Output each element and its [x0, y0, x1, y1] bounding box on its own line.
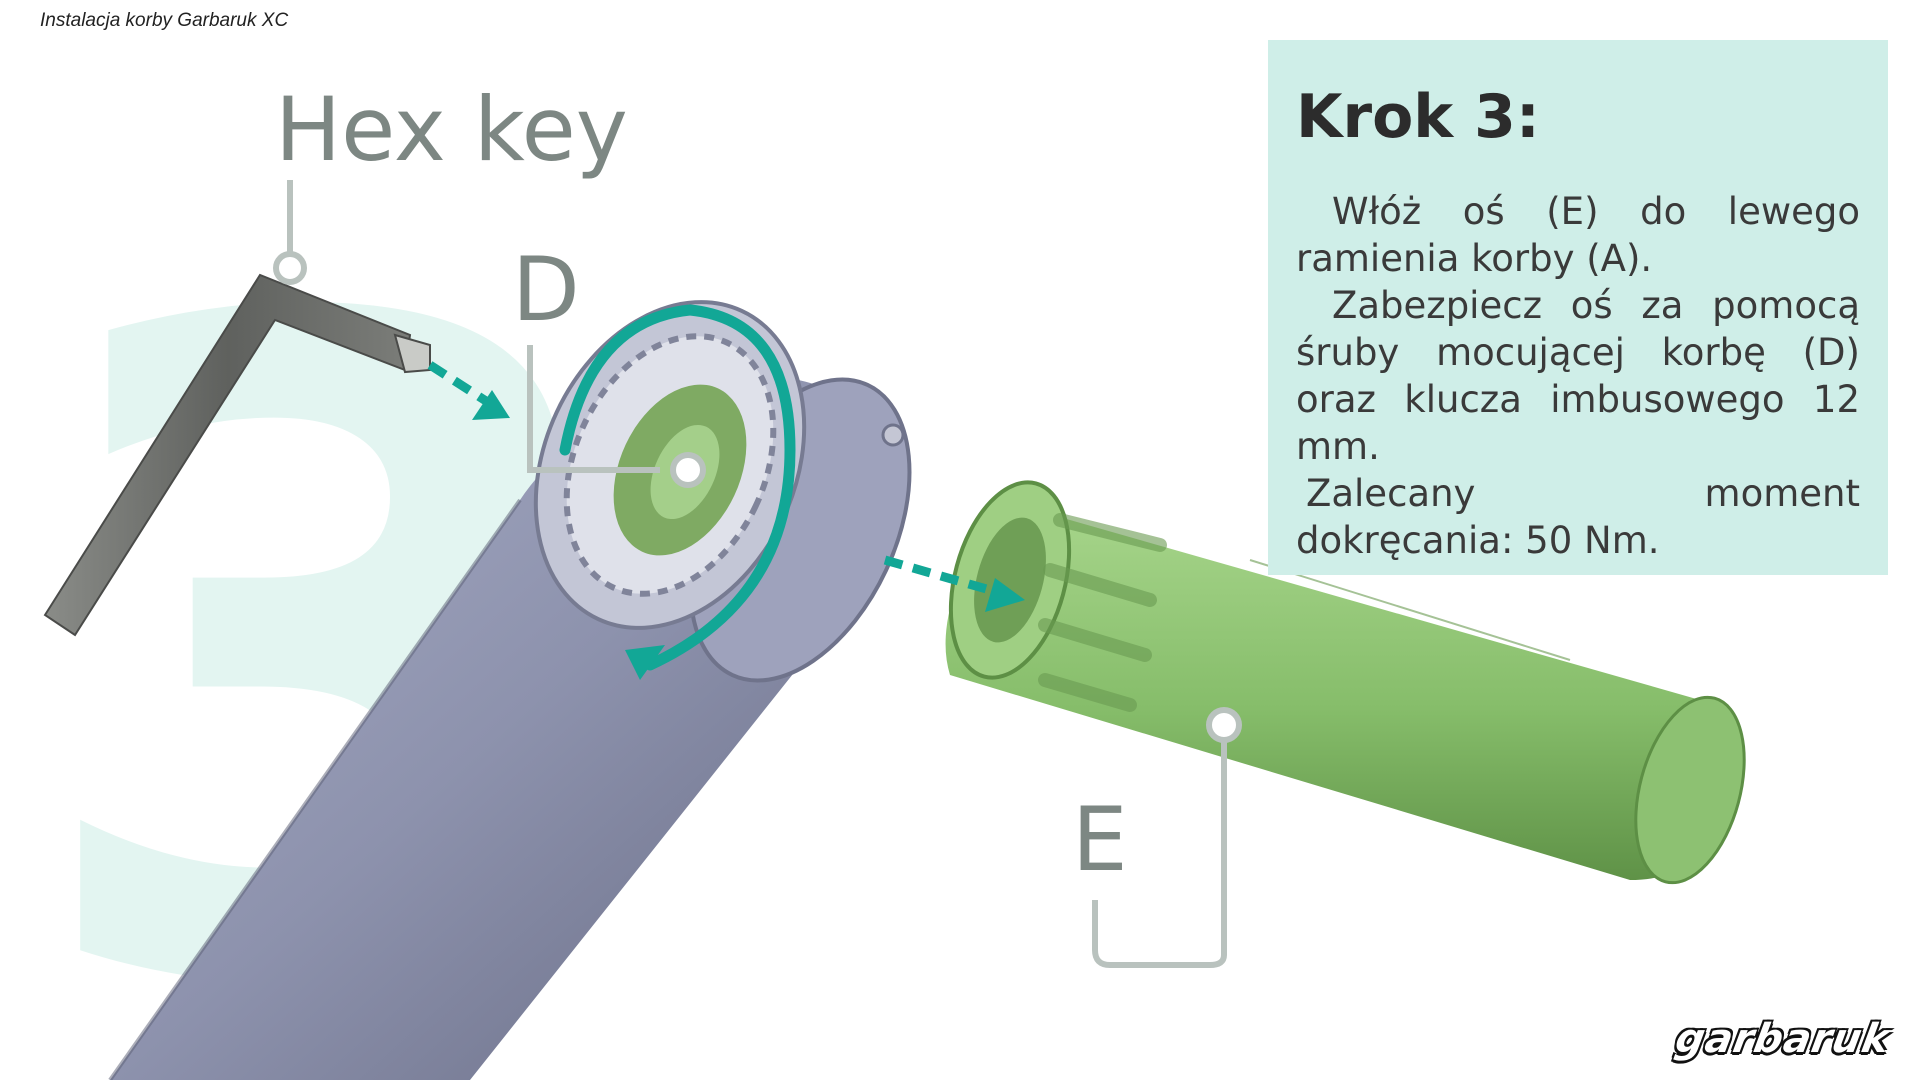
step-paragraph: Włóż oś (E) do lewego ramienia korby (A)…: [1296, 190, 1860, 280]
hex-key: [43, 273, 431, 637]
step-instructions-panel: Krok 3: Włóż oś (E) do lewego ramienia k…: [1268, 40, 1888, 575]
axle-e-label: E: [1072, 788, 1128, 891]
axle: [945, 480, 1746, 885]
step-paragraph: Zalecany moment dokręcania: 50 Nm.: [1296, 472, 1860, 562]
step-title: Krok 3:: [1296, 82, 1540, 152]
dashed-arrow-icon: [427, 361, 1025, 612]
callout-lines: [273, 180, 1242, 968]
bolt-d-label: D: [512, 238, 580, 341]
step-paragraph: Zabezpiecz oś za pomocą śruby mocującej …: [1296, 284, 1860, 468]
document-title: Instalacja korby Garbaruk XC: [40, 10, 289, 31]
hex-key-label: Hex key: [275, 78, 628, 181]
curved-arrow-icon: [559, 304, 796, 680]
crank-spindle-interface: [533, 300, 905, 630]
brand-logo: garbaruk: [1672, 1016, 1895, 1062]
